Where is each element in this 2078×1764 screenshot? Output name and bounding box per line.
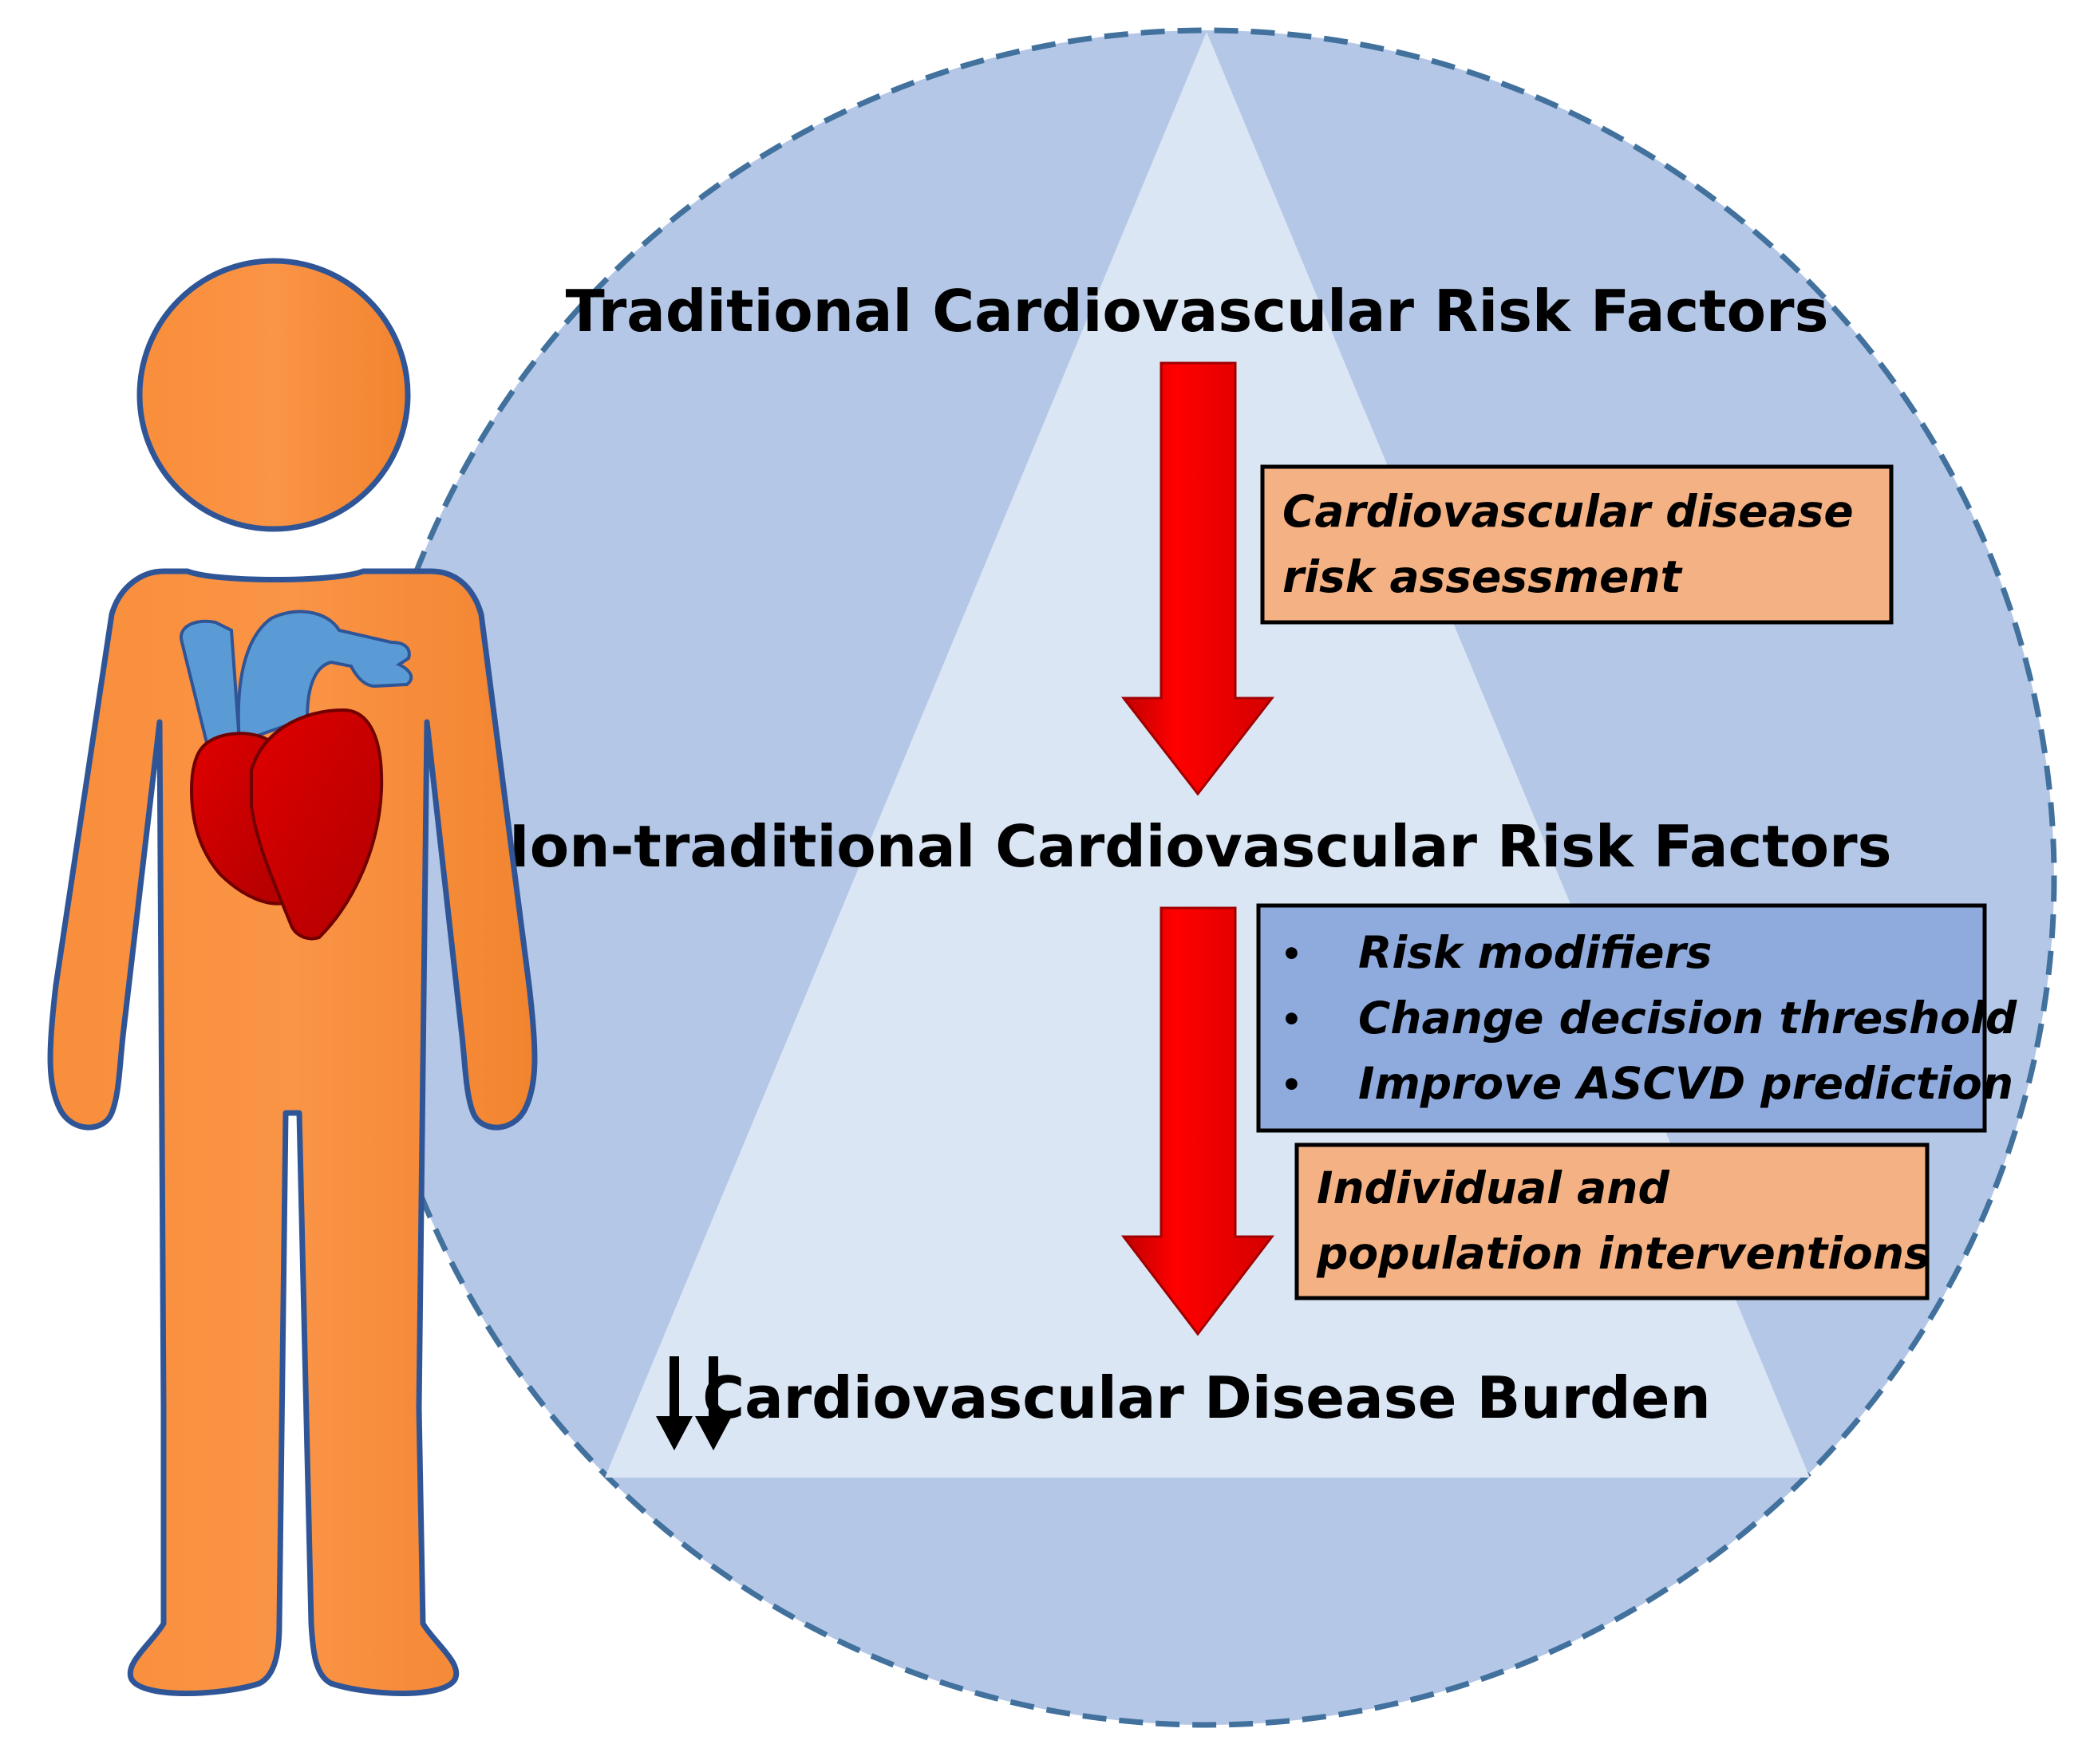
- heart-icon: [180, 610, 413, 941]
- risk-assessment-line1: Cardiovascular disease: [1282, 486, 1854, 537]
- risk-assessment-box: [1260, 464, 1894, 625]
- interventions-line2: population interventions: [1316, 1228, 1930, 1279]
- modifier-item-2: Change decision threshold: [1358, 992, 2017, 1044]
- bullet-1: •: [1281, 934, 1302, 973]
- person-icon: [47, 258, 538, 1696]
- heading-non-traditional: Non-traditional Cardiovascular Risk Fact…: [482, 813, 1892, 880]
- modifier-item-3: Improve ASCVD prediction: [1358, 1058, 2013, 1109]
- modifiers-list: • Risk modifiers • Change decision thres…: [1281, 927, 2017, 1109]
- bullet-3: •: [1281, 1065, 1302, 1104]
- red-down-arrow-icon: [1120, 361, 1275, 796]
- double-down-arrow-icon: [656, 1356, 732, 1450]
- interventions-line1: Individual and: [1317, 1162, 1669, 1213]
- bullet-2: •: [1281, 1000, 1302, 1039]
- risk-assessment-line2: risk assessment: [1282, 551, 1683, 602]
- red-down-arrow-icon: [1120, 906, 1275, 1336]
- risk-modifiers-box: [1256, 903, 1987, 1133]
- modifier-item-1: Risk modifiers: [1358, 927, 1712, 978]
- interventions-box: [1294, 1142, 1930, 1300]
- heading-traditional: Traditional Cardiovascular Risk Factors: [566, 278, 1829, 345]
- heading-disease-burden: Cardiovascular Disease Burden: [702, 1364, 1711, 1431]
